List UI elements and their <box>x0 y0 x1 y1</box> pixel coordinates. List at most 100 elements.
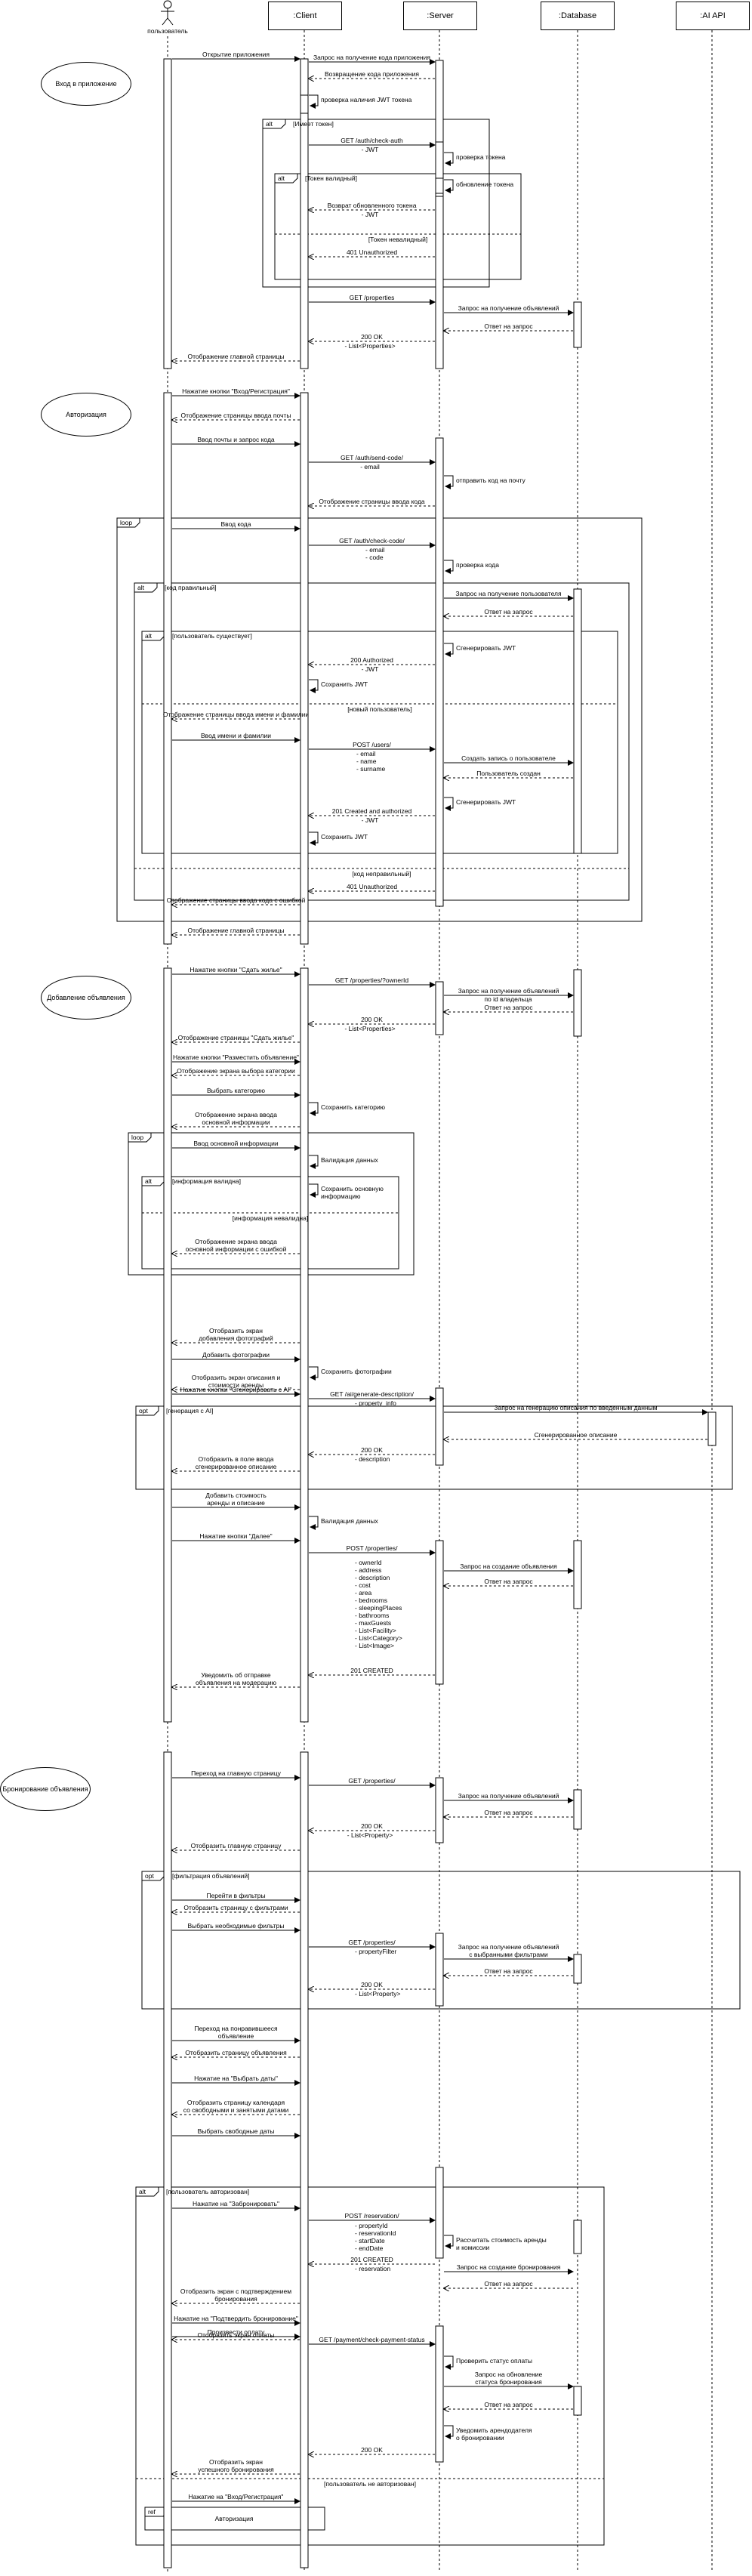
message-label: Отображение главной страницы <box>187 353 285 360</box>
param-label: - description <box>355 1574 390 1581</box>
message-label: GET /auth/send-code/ <box>340 454 403 461</box>
param-label: - List<Image> <box>355 1642 394 1649</box>
message-label: 201 CREATED <box>350 1667 393 1674</box>
self-call-arrow <box>444 2355 454 2370</box>
message-label: Выбрать свободные даты <box>197 2127 275 2135</box>
message-label: - List<Property> <box>347 1831 393 1839</box>
message-label: с выбранными фильтрами <box>469 1951 548 1958</box>
message-label: Отображение экрана ввода <box>195 1111 277 1118</box>
self-call-arrow <box>309 1155 319 1169</box>
message-label: сгенерированное описание <box>195 1463 277 1470</box>
message-label: Отобразить экран оплаты <box>197 2331 275 2339</box>
message-label: 200 OK <box>361 1981 383 1988</box>
fragment-guard: [пользователь авторизован] <box>166 2188 250 2195</box>
message-label: POST /properties/ <box>346 1544 398 1552</box>
message-label: Нажатие на "Подтвердить бронирование" <box>174 2315 298 2322</box>
section-login: Вход в приложение <box>41 62 131 106</box>
param-label: - startDate <box>355 2237 385 2244</box>
message-label: Ввод почты и запрос кода <box>197 436 275 443</box>
self-call-label: Сохранить категорию <box>321 1103 386 1111</box>
message-label: 200 OK <box>361 1822 383 1830</box>
activation-bar <box>300 94 309 114</box>
message-label: Отображение страницы ввода кода с ошибко… <box>166 896 306 904</box>
param-label: - List<Category> <box>355 1634 402 1642</box>
self-call-label: отправить код на почту <box>456 477 525 484</box>
message-label: Отображение страницы ввода почты <box>180 412 291 419</box>
message-label: - description <box>355 1455 390 1463</box>
message-label: по id владельца <box>484 995 532 1003</box>
message-label: Выбрать необходимые фильтры <box>187 1922 285 1930</box>
message-label: объявление <box>217 2032 254 2040</box>
self-call-arrow <box>309 1183 319 1198</box>
param-label: - name <box>356 757 377 765</box>
message-label: Нажатие кнопки "Далее" <box>199 1532 273 1540</box>
message-label: Запрос на генерацию описания по введенны… <box>494 1404 658 1411</box>
message-label: Переход на понравившееся <box>194 2025 278 2032</box>
fragment-tag-box <box>117 518 140 528</box>
self-call-arrow <box>444 2425 454 2439</box>
self-call-arrow <box>309 679 319 693</box>
activation-bar <box>300 1751 309 2568</box>
fragment-guard: [пользователь существует] <box>172 632 252 640</box>
param-label: - email <box>365 546 385 554</box>
message-label: Возврат обновленного токена <box>327 202 417 209</box>
self-call-label: Рассчитать стоимость аренды <box>456 2236 547 2244</box>
self-call-label: и комиссии <box>456 2244 490 2251</box>
message-label: Ввод имени и фамилии <box>201 732 271 739</box>
message-label: Создать запись о пользователе <box>461 754 556 762</box>
message-label: 201 CREATED <box>350 2256 393 2263</box>
message-label: 200 OK <box>361 1446 383 1454</box>
message-label: Произвести оплату <box>207 2328 265 2336</box>
message-label: аренды и описание <box>207 1499 265 1507</box>
activation-bar <box>573 1789 582 1830</box>
fragment-operator: alt <box>145 632 152 640</box>
param-label: - address <box>355 1566 382 1574</box>
param-label: - bedrooms <box>355 1597 387 1604</box>
message-label: GET /properties/?ownerId <box>334 976 409 984</box>
self-call-label: Сгенерировать JWT <box>456 644 516 652</box>
fragment-operator: opt <box>139 1407 148 1414</box>
param-label: - maxGuests <box>355 1619 392 1627</box>
message-label: GET /ai/generate-description/ <box>330 1390 414 1398</box>
param-label: - surname <box>356 765 386 773</box>
activation-bar <box>300 392 309 945</box>
message-label: GET /payment/check-payment-status <box>319 2336 425 2343</box>
self-call-arrow <box>309 1102 319 1116</box>
message-label: - reservation <box>355 2265 391 2272</box>
activation-bar <box>573 2220 582 2254</box>
fragment-tag-box <box>134 583 158 593</box>
activation-bar <box>435 1777 444 1843</box>
message-label: 200 Authorized <box>350 656 393 664</box>
message-label: GET /properties/ <box>348 1939 396 1946</box>
participant-client: :Client <box>268 2 342 30</box>
message-label: статуса бронирования <box>475 2378 542 2386</box>
fragment-operator: alt <box>145 1177 152 1185</box>
actor-user-label: пользователь <box>147 27 188 35</box>
message-label: - JWT <box>361 665 379 673</box>
activation-bar <box>435 141 444 197</box>
activation-bar <box>435 981 444 1035</box>
participant-ai-label: :AI API <box>700 11 726 20</box>
message-label: - JWT <box>361 211 379 218</box>
param-label: - bathrooms <box>355 1612 390 1619</box>
activation-bar <box>300 967 309 1723</box>
fragment-guard: [информация валидна] <box>172 1177 242 1185</box>
self-call-arrow <box>444 152 454 166</box>
fragment-tag-box <box>136 1406 159 1416</box>
activation-bar <box>435 2325 444 2463</box>
self-call-label: Сохранить основную <box>321 1185 384 1192</box>
message-label: Уведомить об отправке <box>201 1671 271 1679</box>
message-label: Нажатие кнопки "Сгенерировать с AI" <box>180 1386 292 1393</box>
activation-bar <box>300 58 309 369</box>
activation-bar <box>435 60 444 369</box>
message-label: 200 OK <box>361 1016 383 1023</box>
fragment-tag-box <box>263 119 286 129</box>
self-call-label: проверка кода <box>456 561 499 569</box>
param-label: - List<Facility> <box>355 1627 396 1634</box>
activation-bar <box>435 1387 444 1466</box>
fragment-guard: [Имеет токен] <box>293 120 334 128</box>
loop-code-entry <box>116 517 643 922</box>
message-label: Ввод кода <box>220 520 251 528</box>
message-label: объявления на модерацию <box>196 1679 276 1686</box>
